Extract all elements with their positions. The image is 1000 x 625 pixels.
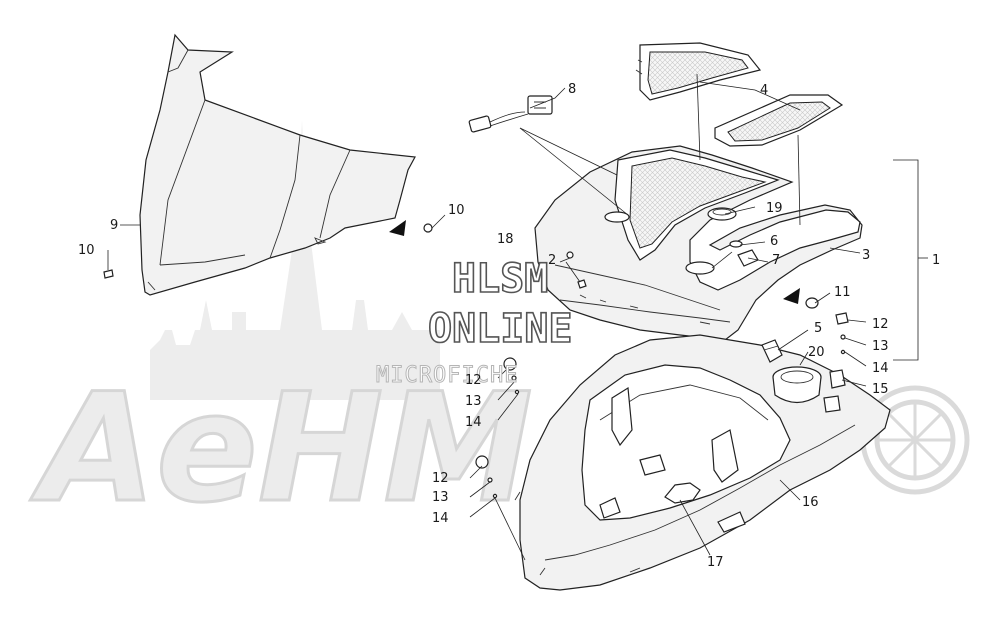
callout-19: 19	[766, 201, 783, 216]
direction-arrows	[389, 220, 800, 304]
wiring-harness	[468, 95, 553, 133]
callout-14-left: 14	[432, 511, 449, 526]
watermark-line-1: HLSM	[452, 256, 548, 302]
watermark-text: HLSM ONLINE MICROFICHE	[376, 255, 574, 388]
callout-1: 1	[932, 253, 940, 268]
gauge-housing	[772, 366, 822, 404]
callout-10-right: 10	[448, 203, 465, 218]
callout-4: 4	[760, 83, 768, 98]
callout-12-middle: 12	[465, 373, 482, 388]
callout-18: 18	[497, 232, 514, 247]
callout-3: 3	[862, 248, 870, 263]
callout-11: 11	[834, 285, 851, 300]
windshield	[139, 33, 416, 296]
headlight-cover	[664, 482, 701, 504]
leader-lines	[107, 73, 928, 561]
grommet	[707, 207, 737, 221]
callout-12-right: 12	[872, 317, 889, 332]
window-panel-upper	[635, 42, 762, 101]
callout-2: 2	[548, 253, 556, 268]
upper-hood	[534, 145, 863, 341]
callout-8: 8	[568, 82, 576, 97]
callout-12-left: 12	[432, 471, 449, 486]
window-panel-lower	[714, 94, 844, 147]
callout-13-left: 13	[432, 490, 449, 505]
switch	[761, 339, 783, 363]
callout-17: 17	[707, 555, 724, 570]
watermark-line-3: MICROFICHE	[376, 363, 518, 388]
callout-10-left: 10	[78, 243, 95, 258]
watermark-skyline	[150, 120, 440, 400]
callout-14-middle: 14	[465, 415, 482, 430]
callout-15: 15	[872, 382, 889, 397]
fasteners	[103, 223, 849, 499]
callout-20: 20	[808, 345, 825, 360]
callout-13-right: 13	[872, 339, 889, 354]
callout-13-middle: 13	[465, 394, 482, 409]
watermark-line-2: ONLINE	[428, 306, 573, 352]
callout-16: 16	[802, 495, 819, 510]
callout-6: 6	[770, 234, 778, 249]
callout-9: 9	[110, 218, 118, 233]
callout-14-right: 14	[872, 361, 889, 376]
callouts: 1 2 3 4 5 6 7 8 9 10 10 11 12 12 12 13 1…	[78, 82, 940, 570]
callout-7: 7	[772, 253, 780, 268]
bracket	[823, 369, 846, 413]
callout-5: 5	[814, 321, 822, 336]
